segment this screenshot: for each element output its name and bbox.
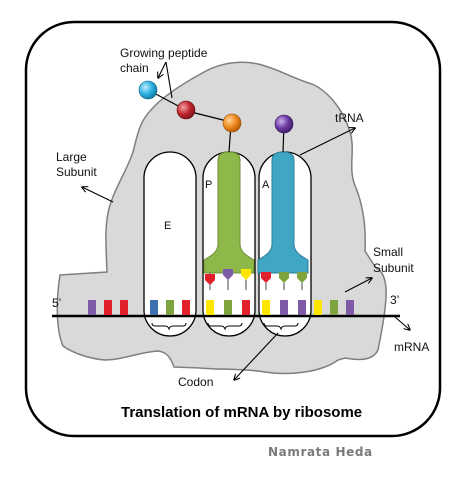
amino-acid-orange [222, 113, 242, 133]
pointer-arrows [82, 61, 410, 380]
diagram-title: Translation of mRNA by ribosome [121, 404, 362, 421]
five-prime-label: 5’ [52, 296, 61, 310]
large-subunit-label-2: Subunit [56, 165, 97, 179]
anticodon-p [205, 269, 251, 290]
growing-peptide-label: Growing peptide [120, 46, 208, 60]
three-prime-label: 3’ [390, 293, 399, 307]
codon-braces [151, 322, 299, 331]
author-credit: Namrata Heda [268, 445, 373, 459]
growing-peptide-label-2: chain [120, 61, 149, 75]
site-a-label: A [262, 179, 270, 191]
trna-a-site [257, 151, 309, 274]
codon-label: Codon [178, 375, 213, 389]
large-subunit-label: Large [56, 150, 87, 164]
amino-acid-purple [274, 114, 294, 134]
e-site-tunnel [143, 151, 197, 337]
amino-acid-cyan [138, 80, 158, 100]
small-subunit-label-2: Subunit [373, 261, 414, 275]
site-e-label: E [164, 220, 171, 232]
small-subunit-label: Small [373, 245, 403, 259]
site-p-label: P [205, 179, 212, 191]
trna-label: tRNA [335, 111, 364, 125]
amino-acid-red [176, 100, 196, 120]
anticodon-a [261, 272, 307, 290]
mrna-bases [88, 300, 354, 315]
mrna-label: mRNA [394, 340, 429, 354]
